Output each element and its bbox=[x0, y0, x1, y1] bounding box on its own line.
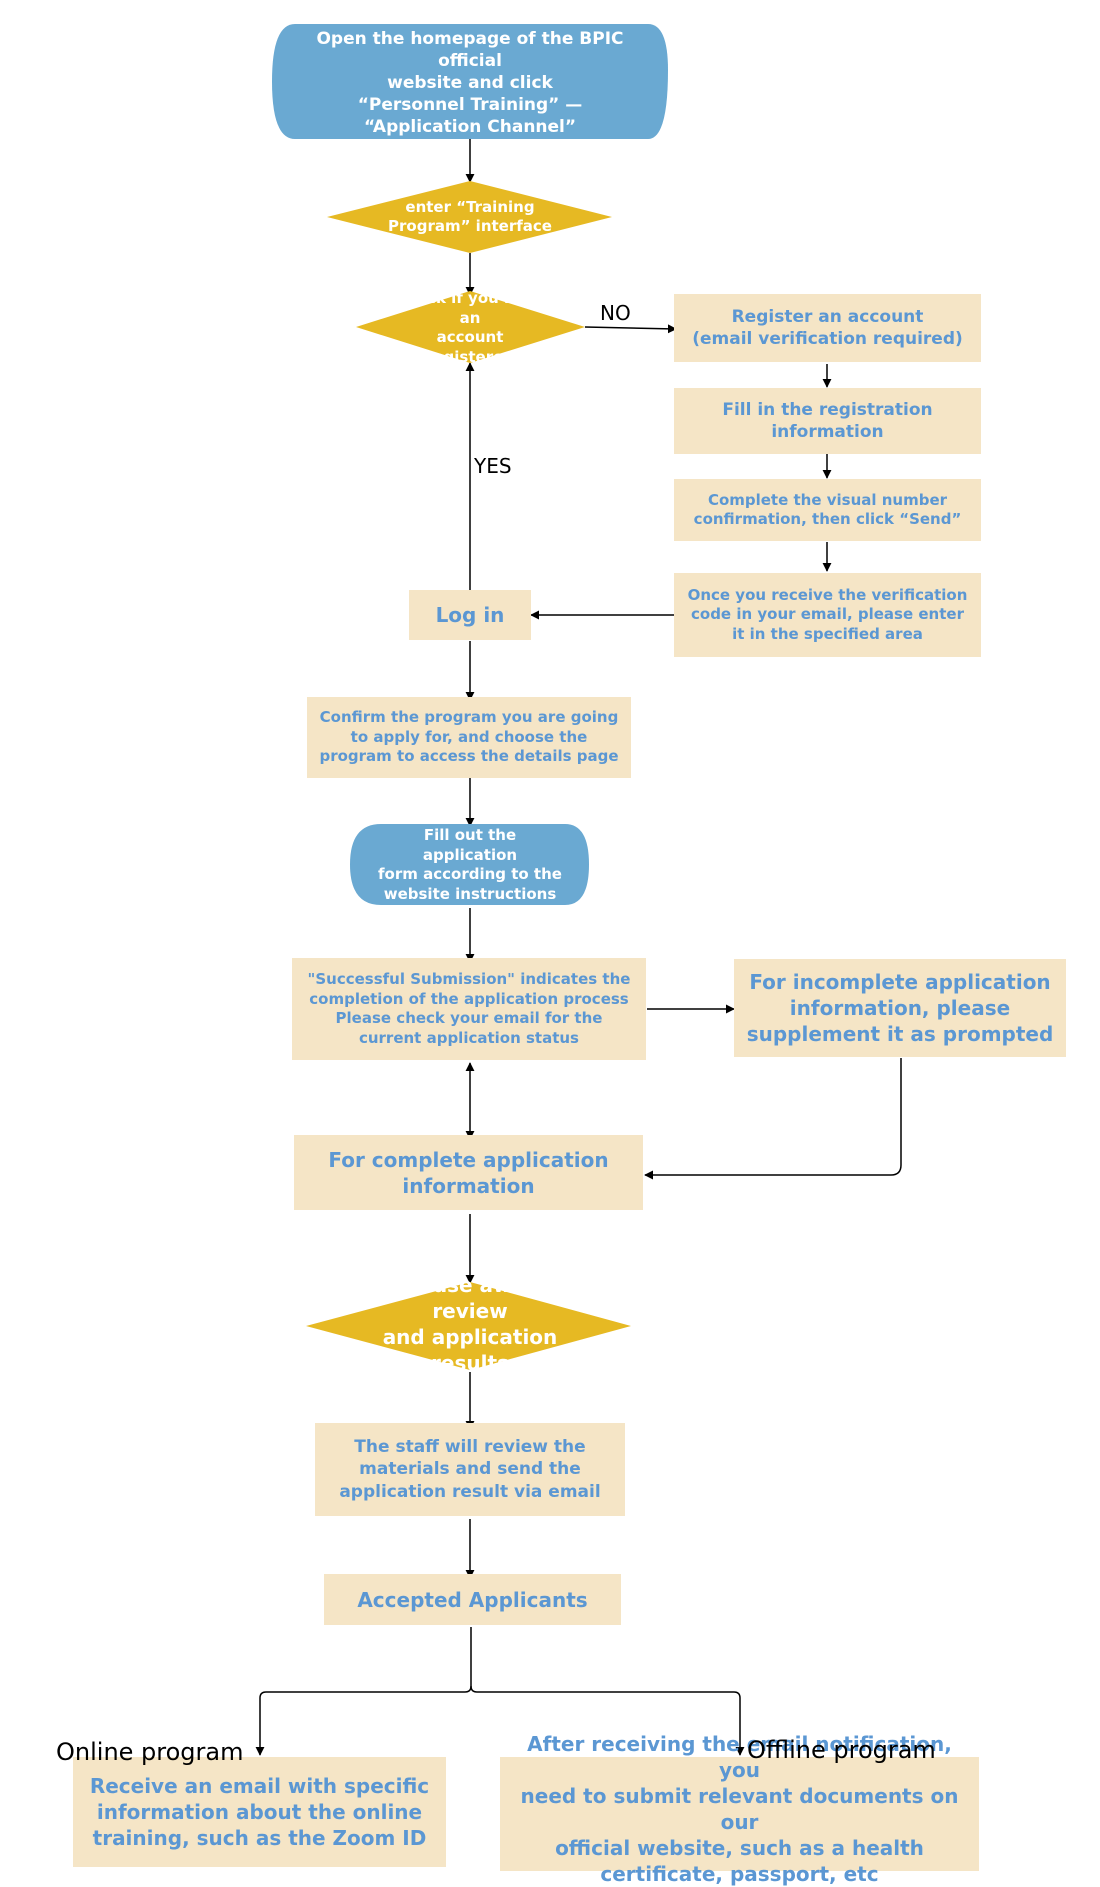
connector-incomplete-to-complete bbox=[644, 1058, 902, 1180]
fill-registration-text: Fill in the registration information bbox=[722, 399, 933, 442]
incomplete-info-text: For incomplete application information, … bbox=[746, 970, 1054, 1046]
verification-code-box bbox=[674, 573, 981, 657]
connector-accepted-to-online bbox=[255, 1627, 472, 1756]
offline-documents-text: After receiving the email notification, … bbox=[520, 1732, 959, 1886]
confirm-program-text: Confirm the program you are going to app… bbox=[319, 708, 619, 766]
offline-documents-box bbox=[500, 1757, 979, 1871]
visual-confirmation-box bbox=[674, 479, 981, 541]
account-check-decision bbox=[356, 291, 585, 363]
register-account-box bbox=[674, 294, 981, 362]
fill-registration-box bbox=[674, 388, 981, 454]
online-email-text: Receive an email with specific informati… bbox=[89, 1774, 430, 1850]
await-review-text: Please await review and application resu… bbox=[382, 1273, 558, 1375]
accepted-applicants-text: Accepted Applicants bbox=[357, 1587, 588, 1612]
complete-info-text: For complete application information bbox=[328, 1147, 609, 1198]
offline-program-label: Offline program bbox=[747, 1736, 936, 1764]
complete-info-box bbox=[294, 1135, 643, 1210]
success-status-box bbox=[292, 958, 646, 1060]
staff-review-box bbox=[315, 1423, 625, 1516]
fill-form-text: Fill out the application form according … bbox=[378, 826, 562, 903]
connector-no-to-register bbox=[584, 324, 677, 334]
incomplete-info-box bbox=[734, 959, 1066, 1057]
await-review-decision bbox=[306, 1282, 631, 1370]
account-check-text: Check if you have an account registered bbox=[395, 289, 545, 366]
login-text: Log in bbox=[435, 603, 505, 627]
fill-form-terminal bbox=[350, 824, 589, 905]
accepted-applicants-box bbox=[324, 1574, 621, 1625]
register-account-text: Register an account (email verification … bbox=[692, 306, 963, 349]
training-program-text: enter “Training Program” interface bbox=[388, 197, 552, 236]
start-terminal bbox=[272, 24, 668, 139]
verification-code-text: Once you receive the verification code i… bbox=[687, 585, 968, 643]
training-program-decision bbox=[327, 181, 612, 253]
online-program-label: Online program bbox=[56, 1738, 244, 1766]
login-box bbox=[409, 590, 531, 640]
staff-review-text: The staff will review the materials and … bbox=[339, 1437, 601, 1502]
yes-branch-label: YES bbox=[474, 454, 512, 478]
start-step-text: Open the homepage of the BPIC official w… bbox=[316, 28, 624, 138]
success-status-text: "Successful Submission" indicates the co… bbox=[307, 970, 631, 1047]
visual-confirmation-text: Complete the visual number confirmation,… bbox=[693, 490, 962, 529]
online-email-box bbox=[73, 1757, 446, 1867]
connector-accepted-to-offline bbox=[470, 1685, 745, 1756]
confirm-program-box bbox=[307, 697, 631, 778]
no-branch-label: NO bbox=[600, 301, 631, 325]
